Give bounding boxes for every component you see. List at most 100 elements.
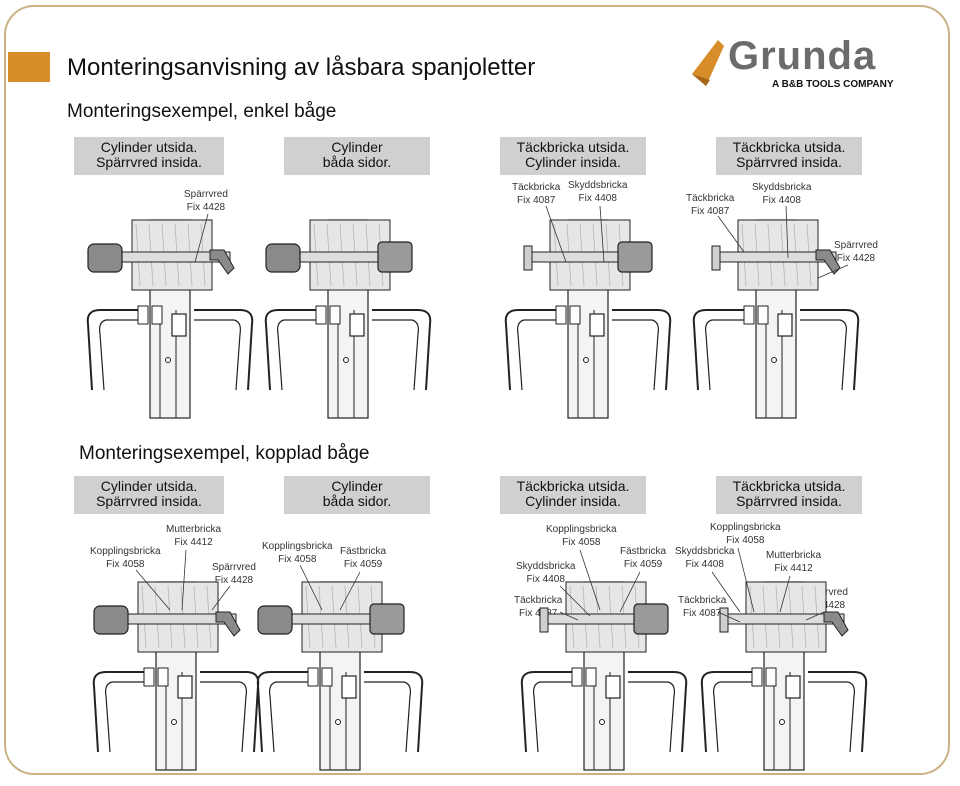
mechanism-block	[569, 305, 581, 325]
handle-left-inner	[533, 681, 580, 753]
screw-hole	[165, 357, 171, 363]
handle-right	[808, 671, 868, 753]
grunda-mark-icon	[692, 40, 724, 86]
handle-right	[200, 671, 260, 753]
mechanism-block	[137, 305, 149, 325]
handle-right-inner	[808, 681, 855, 753]
lever-knob	[215, 611, 241, 637]
leader-line	[805, 611, 825, 621]
cylinder-left	[87, 243, 123, 273]
handle-left-inner	[99, 319, 146, 391]
variant-box: Täckbricka utsida.Spärrvred insida.	[716, 476, 862, 514]
variant-box: Täckbricka utsida.Cylinder insida.	[500, 476, 646, 514]
mechanism-block	[321, 667, 333, 687]
variant-box: Cylinder utsida.Spärrvred insida.	[74, 476, 224, 514]
screw-hole	[343, 357, 349, 363]
gear-housing	[589, 313, 605, 337]
mechanism-block	[743, 305, 755, 325]
handle-right-inner	[612, 319, 659, 391]
mechanism-block	[157, 667, 169, 687]
handle-left-inner	[517, 319, 564, 391]
leader-line	[545, 205, 567, 263]
leader-line	[579, 549, 601, 611]
handle-right-inner	[372, 319, 419, 391]
lever-knob	[209, 249, 235, 275]
handle-left-inner	[713, 681, 760, 753]
screw-hole	[599, 719, 605, 725]
leader-line	[559, 611, 579, 621]
section-heading-single: Monteringsexempel, enkel båge	[67, 101, 337, 122]
handle-right-inner	[200, 681, 247, 753]
leader-line	[181, 549, 187, 611]
handle-left	[92, 671, 152, 753]
leader-line	[817, 264, 849, 279]
mechanism-block	[751, 667, 763, 687]
handle-right	[372, 309, 432, 391]
leader-line	[717, 611, 741, 623]
cylinder-left	[265, 243, 301, 273]
handle-right	[364, 671, 424, 753]
screw-hole	[583, 357, 589, 363]
mechanism-block	[757, 305, 769, 325]
leader-line	[717, 215, 745, 253]
gear-housing	[605, 675, 621, 699]
handle-left	[86, 309, 146, 391]
mechanism-block	[329, 305, 341, 325]
mechanism-block	[151, 305, 163, 325]
brand-logo: Grunda A B&B TOOLS COMPANY	[688, 32, 908, 94]
cover-washer	[539, 607, 549, 633]
leader-line	[779, 575, 791, 613]
screw-hole	[335, 719, 341, 725]
handle-right-inner	[364, 681, 411, 753]
leader-line	[211, 585, 231, 611]
cover-washer	[523, 245, 533, 271]
handle-right-inner	[800, 319, 847, 391]
cylinder-left	[93, 605, 129, 635]
handle-left-inner	[705, 319, 752, 391]
handle-right-inner	[194, 319, 241, 391]
handle-right	[628, 671, 688, 753]
handle-left	[256, 671, 316, 753]
cover-washer	[719, 607, 729, 633]
page-frame	[4, 5, 950, 775]
handle-left-inner	[277, 319, 324, 391]
brand-name: Grunda	[728, 34, 877, 78]
leader-line	[737, 547, 755, 613]
handle-left	[504, 309, 564, 391]
lever-knob	[815, 249, 841, 275]
leader-line	[619, 571, 641, 613]
handle-right-inner	[628, 681, 675, 753]
handle-left	[700, 671, 760, 753]
page-title: Monteringsanvisning av låsbara spanjolet…	[67, 54, 536, 81]
handle-left	[520, 671, 580, 753]
handle-left	[264, 309, 324, 391]
cylinder-right	[369, 603, 405, 635]
variant-box: Täckbricka utsida.Spärrvred insida.	[716, 137, 862, 175]
leader-line	[785, 205, 789, 259]
cylinder-right	[617, 241, 653, 273]
leader-line	[194, 213, 209, 263]
mechanism-block	[143, 667, 155, 687]
section-heading-coupled: Monteringsexempel, kopplad båge	[79, 443, 370, 464]
cylinder-right	[377, 241, 413, 273]
screw-hole	[771, 357, 777, 363]
handle-right	[800, 309, 860, 391]
variant-box: Cylinder utsida.Spärrvred insida.	[74, 137, 224, 175]
brand-tagline: A B&B TOOLS COMPANY	[772, 79, 894, 90]
mechanism-block	[571, 667, 583, 687]
